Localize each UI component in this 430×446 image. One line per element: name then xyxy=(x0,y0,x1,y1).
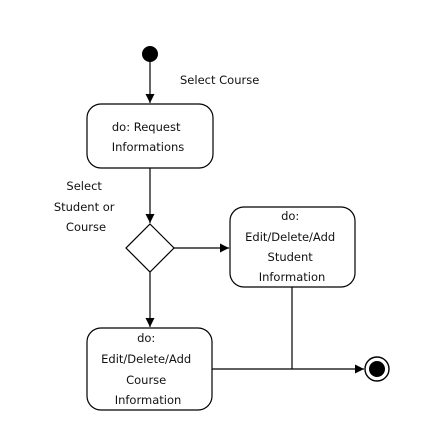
final-node-inner xyxy=(369,361,385,377)
state-request-information xyxy=(86,103,214,169)
decision-node xyxy=(125,223,175,273)
state-course-label: do: Edit/Delete/Add Course Information xyxy=(101,331,195,407)
initial-node xyxy=(142,46,158,62)
guard-select-student-or-course: Select Student or Course xyxy=(54,179,118,234)
state-student-label: do: Edit/Delete/Add Student Information xyxy=(245,209,339,284)
guard-select-course: Select Course xyxy=(180,73,259,87)
state-request-label: do: Request Informations xyxy=(112,120,185,154)
